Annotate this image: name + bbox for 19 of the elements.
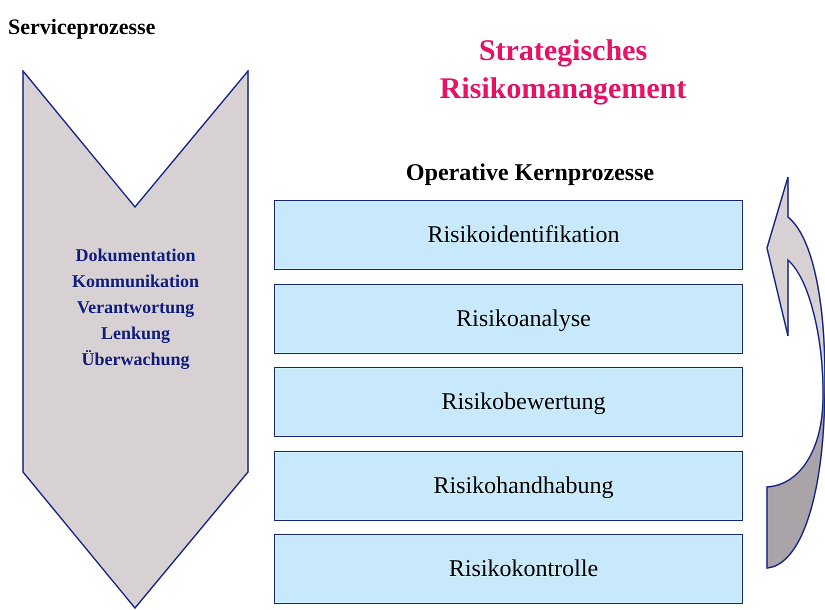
service-label: Verantwortung — [76, 296, 194, 319]
process-box — [274, 367, 743, 437]
process-label: Risikobewertung — [442, 388, 606, 417]
process-box — [274, 534, 743, 604]
process-label: Risikohandhabung — [434, 472, 614, 501]
chevron-shape — [22, 70, 249, 609]
process-label: Risikokontrolle — [448, 555, 598, 584]
title: Strategisches Risikomanagement — [438, 33, 688, 107]
service-label: Lenkung — [100, 322, 170, 345]
section-heading: Serviceprozesse — [8, 13, 156, 41]
process-label: Risikoanalyse — [456, 305, 591, 334]
process-box — [274, 284, 743, 354]
process-box — [274, 451, 743, 521]
process-box — [274, 200, 743, 270]
process-label: Risikoidentifikation — [428, 221, 620, 250]
service-label: Kommunikation — [72, 270, 200, 293]
service-label: Dokumentation — [75, 244, 196, 267]
group-heading: Operative Kernprozesse — [404, 159, 656, 188]
service-label: Überwachung — [81, 348, 190, 371]
